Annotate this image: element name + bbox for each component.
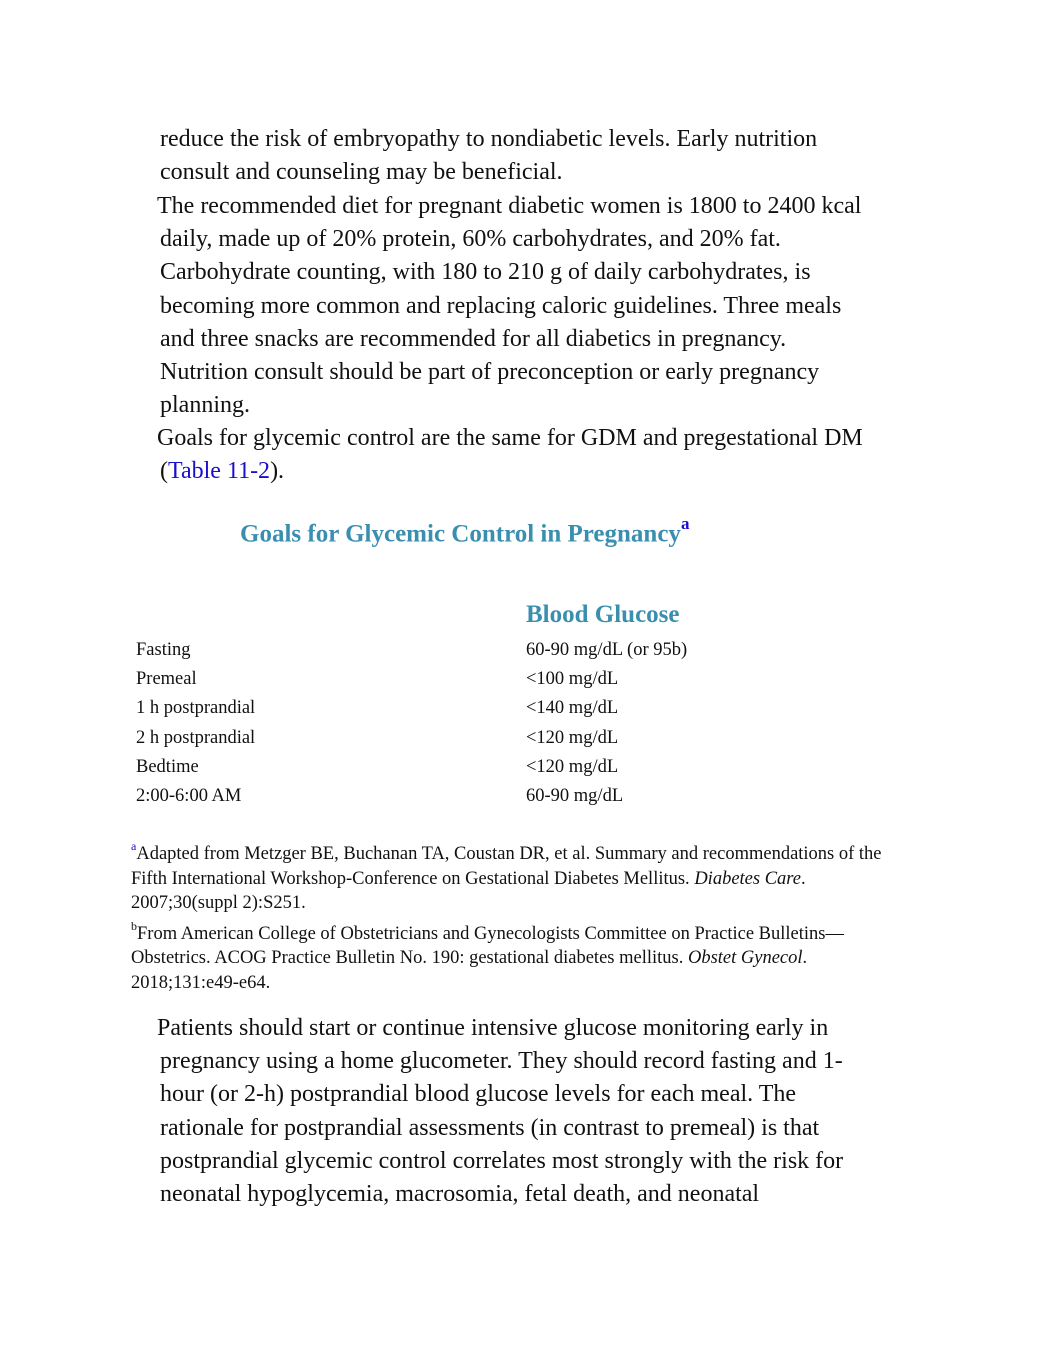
row-label: 2 h postprandial	[136, 728, 256, 748]
footnote-text: Fifth International Workshop-Conference …	[131, 868, 695, 889]
row-value: <100 mg/dL	[526, 669, 619, 689]
text-line: and three snacks are recommended for all…	[160, 325, 787, 352]
table-title-footnote-link[interactable]: a	[680, 514, 690, 533]
text-line: postprandial glycemic control correlates…	[160, 1147, 844, 1174]
row-value: <120 mg/dL	[526, 728, 619, 748]
footnote-text: From American College of Obstetricians a…	[137, 923, 844, 944]
table-title-text: Goals for Glycemic Control in Pregnancy	[240, 520, 681, 548]
table-row: Fasting 60-90 mg/dL (or 95b)	[136, 636, 896, 665]
table-row: 2:00-6:00 AM 60-90 mg/dL	[136, 782, 896, 811]
row-label: Bedtime	[136, 757, 199, 777]
text-line: pregnancy using a home glucometer. They …	[160, 1048, 843, 1075]
text-line: neonatal hypoglycemia, macrosomia, fetal…	[160, 1181, 760, 1208]
text-line: (Table 11-2).	[157, 455, 917, 488]
row-label: 2:00-6:00 AM	[136, 786, 242, 806]
open-paren: (	[160, 458, 168, 485]
table-row: 2 h postprandial <120 mg/dL	[136, 724, 896, 753]
text-line: Goals for glycemic control are the same …	[157, 425, 863, 451]
footnote-b-line: 2018;131:e49-e64.	[131, 972, 271, 993]
table-row: 1 h postprandial <140 mg/dL	[136, 694, 896, 723]
text-line: hour (or 2-h) postprandial blood glucose…	[160, 1081, 797, 1108]
footnote-b-line: Obstetrics. ACOG Practice Bulletin No. 1…	[131, 946, 921, 971]
paragraph-glucose-monitoring: Patients should start or continue intens…	[157, 1012, 917, 1211]
footnote-a-marker[interactable]: a	[131, 839, 137, 853]
text-line: Carbohydrate counting, with 180 to 210 g…	[160, 259, 811, 286]
table-row: Premeal <100 mg/dL	[136, 665, 896, 694]
journal-name: Obstet Gynecol	[687, 948, 803, 969]
footnote-text: .	[801, 868, 806, 889]
text-line: rationale for postprandial assessments (…	[160, 1114, 820, 1141]
row-label: Fasting	[136, 640, 191, 660]
footnote-b-line: bFrom American College of Obstetricians …	[131, 916, 921, 947]
text-line: becoming more common and replacing calor…	[160, 292, 842, 319]
table-title: Goals for Glycemic Control in Pregnancya	[240, 514, 690, 548]
text-line: reduce the risk of embryopathy to nondia…	[160, 126, 818, 152]
text-line: consult and counseling may be beneficial…	[160, 159, 563, 186]
table-footnotes: aAdapted from Metzger BE, Buchanan TA, C…	[131, 836, 921, 995]
row-value: 60-90 mg/dL (or 95b)	[526, 640, 688, 660]
paragraph-glycemic-goals: Goals for glycemic control are the same …	[157, 422, 917, 488]
footnote-text: Adapted from Metzger BE, Buchanan TA, Co…	[136, 844, 882, 865]
table-row: Bedtime <120 mg/dL	[136, 753, 896, 782]
paragraph-diet: The recommended diet for pregnant diabet…	[157, 190, 917, 422]
closing-text: ).	[270, 458, 285, 485]
text-line: planning.	[160, 392, 250, 419]
footnote-a-line: Fifth International Workshop-Conference …	[131, 867, 921, 892]
text-line: Patients should start or continue intens…	[157, 1015, 829, 1041]
paragraph-embryopathy: reduce the risk of embryopathy to nondia…	[157, 123, 917, 189]
footnote-a-line: aAdapted from Metzger BE, Buchanan TA, C…	[131, 836, 921, 867]
footnote-text: Obstetrics. ACOG Practice Bulletin No. 1…	[131, 948, 688, 969]
row-value: 60-90 mg/dL	[526, 786, 624, 806]
row-value: <140 mg/dL	[526, 698, 619, 718]
row-label: 1 h postprandial	[136, 698, 256, 718]
text-line: The recommended diet for pregnant diabet…	[157, 193, 862, 219]
text-line: daily, made up of 20% protein, 60% carbo…	[160, 226, 781, 253]
row-value: <120 mg/dL	[526, 757, 619, 777]
text-line: Nutrition consult should be part of prec…	[160, 359, 820, 386]
footnote-a-line: 2007;30(suppl 2):S251.	[131, 893, 306, 914]
footnote-text: .	[802, 948, 808, 969]
journal-name: Diabetes Care	[694, 868, 802, 889]
row-label: Premeal	[136, 669, 197, 689]
footnote-b-marker: b	[131, 918, 137, 933]
table-reference-link[interactable]: Table 11-2	[168, 458, 271, 485]
column-header-blood-glucose: Blood Glucose	[526, 601, 680, 628]
